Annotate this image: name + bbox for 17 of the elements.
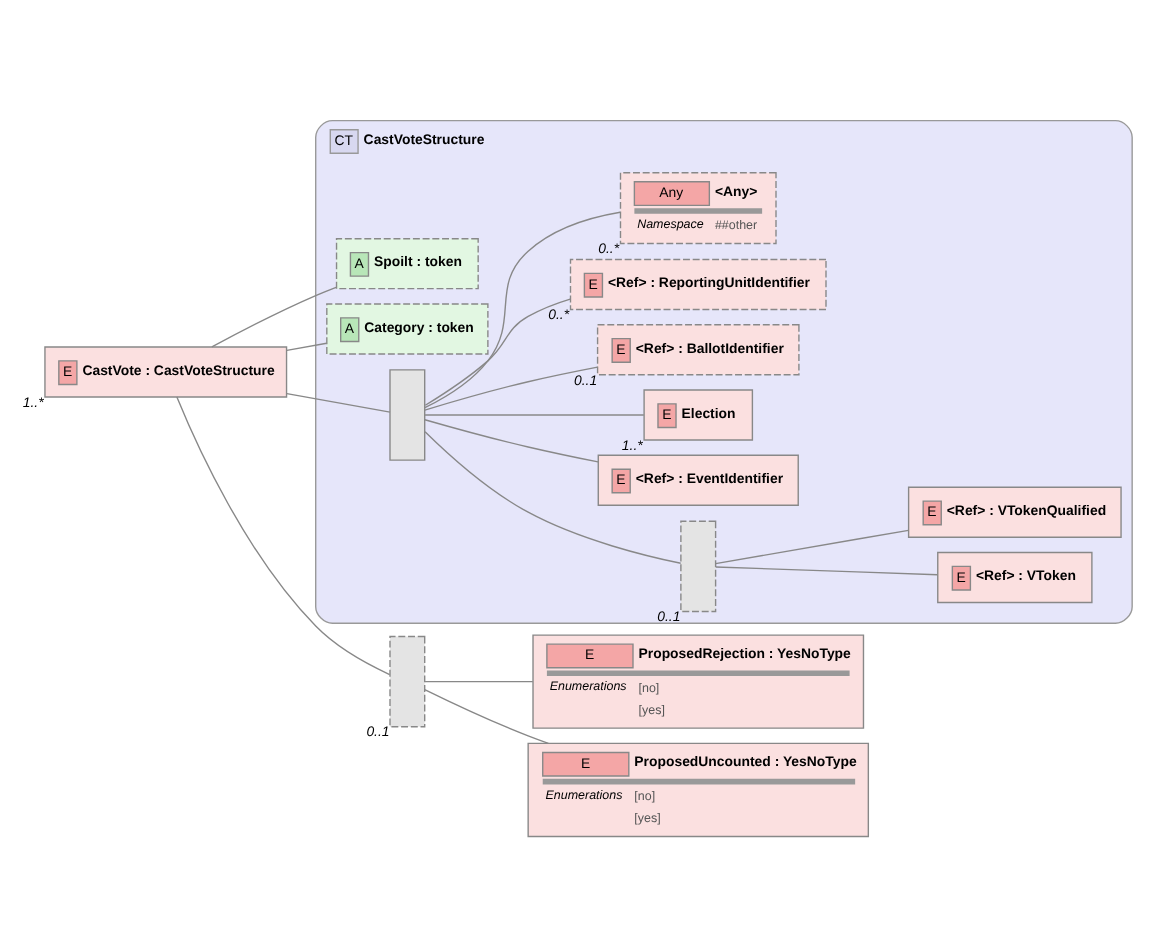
connector <box>424 679 534 682</box>
connector <box>424 413 645 415</box>
connector <box>286 341 328 351</box>
connector <box>424 418 599 462</box>
connector <box>286 391 391 412</box>
connector <box>424 687 550 744</box>
connector <box>424 365 599 410</box>
connector <box>424 297 571 405</box>
connector <box>714 565 939 575</box>
node-box <box>680 519 717 612</box>
connector <box>424 210 621 408</box>
connector <box>424 430 682 563</box>
connector <box>176 395 391 675</box>
connector <box>211 285 337 347</box>
node-box <box>389 634 426 727</box>
node-box <box>389 368 426 460</box>
connector <box>714 528 910 564</box>
